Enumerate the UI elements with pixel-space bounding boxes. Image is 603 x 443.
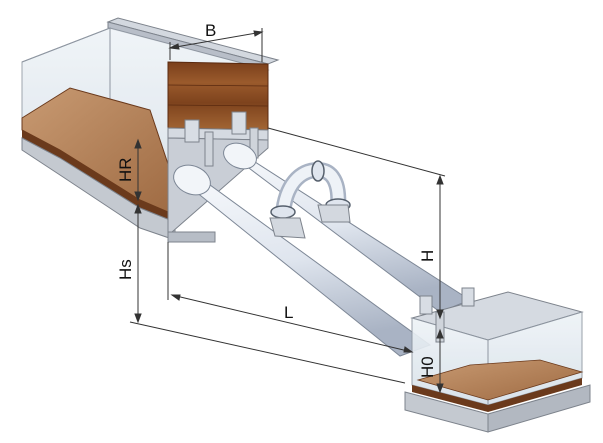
label-b: B — [205, 21, 216, 40]
label-l: L — [284, 303, 293, 322]
dimension-lines — [129, 28, 446, 394]
penstocks — [173, 142, 472, 357]
label-h0: H0 — [418, 356, 437, 378]
label-hr: HR — [116, 157, 135, 182]
label-h: H — [418, 250, 437, 262]
label-hs: Hs — [116, 259, 135, 280]
lower-basin — [404, 287, 591, 433]
upper-reservoir — [21, 17, 280, 243]
